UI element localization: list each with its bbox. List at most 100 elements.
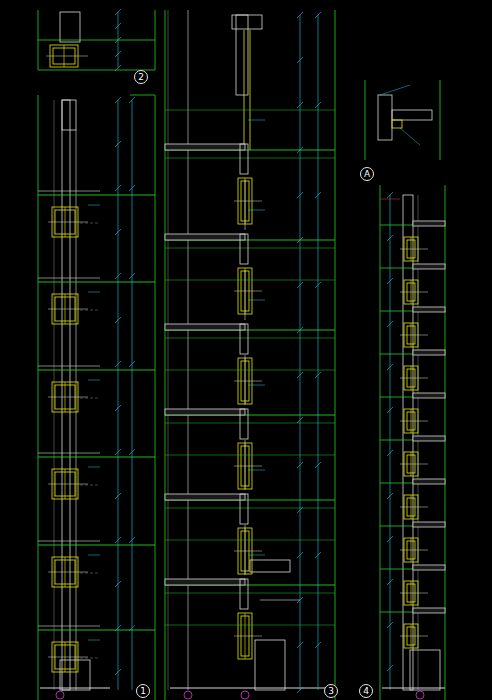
grid-bubble	[56, 691, 64, 699]
drawing-line	[80, 398, 100, 399]
drawing-line	[245, 270, 246, 320]
drawing-line	[38, 366, 100, 367]
drawing-line	[165, 625, 335, 626]
drawing-line	[315, 552, 321, 558]
drawing-line	[115, 65, 121, 71]
drawing-line	[115, 51, 121, 57]
drawing-line	[38, 457, 155, 458]
drawing-line	[165, 280, 335, 281]
drawing-line	[38, 453, 100, 454]
drawing-line	[88, 555, 100, 556]
drawing-line	[234, 381, 262, 382]
drawing-rect	[240, 144, 248, 174]
drawing-line	[115, 23, 121, 29]
detail-marker: A	[360, 167, 374, 181]
drawing-line	[115, 37, 121, 43]
drawing-line	[115, 229, 121, 235]
drawing-line	[46, 56, 88, 57]
drawing-line	[387, 407, 393, 413]
drawing-line	[297, 372, 303, 378]
drawing-line	[48, 309, 88, 310]
drawing-line	[129, 273, 135, 279]
drawing-line	[165, 455, 335, 456]
drawing-rect	[240, 579, 248, 609]
drawing-line	[297, 507, 303, 513]
drawing-rect	[255, 640, 285, 690]
drawing-line	[400, 378, 428, 379]
drawing-line	[297, 282, 303, 288]
drawing-line	[387, 579, 393, 585]
drawing-rect	[413, 264, 445, 269]
drawing-rect	[232, 15, 262, 29]
drawing-line	[115, 9, 121, 15]
drawing-line	[38, 541, 100, 542]
drawing-line	[297, 597, 303, 603]
drawing-rect	[413, 608, 445, 613]
drawing-line	[315, 372, 321, 378]
drawing-rect	[62, 100, 70, 690]
drawing-line	[88, 640, 100, 641]
drawing-line	[88, 205, 100, 206]
drawing-line	[48, 484, 88, 485]
drawing-rect	[392, 120, 402, 128]
drawing-line	[400, 249, 428, 250]
drawing-rect	[240, 324, 248, 354]
drawing-line	[48, 222, 88, 223]
drawing-rect	[413, 350, 445, 355]
drawing-line	[88, 380, 100, 381]
drawing-line	[38, 630, 155, 631]
drawing-rect	[413, 221, 445, 226]
drawing-line	[234, 201, 262, 202]
detail-marker: 1	[136, 684, 150, 698]
drawing-line	[335, 10, 336, 700]
drawing-line	[165, 593, 335, 594]
drawing-line	[38, 95, 39, 700]
drawing-line	[365, 80, 366, 160]
drawing-line	[234, 291, 262, 292]
drawing-line	[165, 110, 335, 111]
drawing-line	[245, 180, 246, 230]
drawing-line	[248, 120, 265, 121]
drawing-line	[115, 405, 121, 411]
drawing-line	[387, 665, 393, 671]
drawing-line	[80, 485, 100, 486]
drawing-line	[80, 223, 100, 224]
drawing-rect	[392, 110, 432, 120]
drawing-rect	[165, 324, 245, 330]
drawing-line	[400, 550, 428, 551]
drawing-rect	[413, 307, 445, 312]
drawing-line	[115, 537, 121, 543]
drawing-line	[165, 10, 166, 700]
drawing-line	[387, 493, 393, 499]
drawing-line	[115, 97, 121, 103]
drawing-line	[88, 467, 100, 468]
drawing-line	[129, 449, 135, 455]
drawing-line	[38, 282, 155, 283]
detail-marker: 3	[324, 684, 338, 698]
drawing-line	[297, 417, 303, 423]
drawing-line	[129, 537, 135, 543]
drawing-line	[400, 593, 428, 594]
drawing-rect	[410, 650, 440, 690]
drawing-line	[76, 130, 77, 690]
drawing-line	[390, 195, 391, 690]
drawing-line	[38, 545, 155, 546]
drawing-line	[380, 185, 381, 700]
drawing-line	[248, 300, 265, 301]
drawing-line	[400, 292, 428, 293]
drawing-line	[248, 470, 265, 471]
drawing-line	[115, 493, 121, 499]
grid-bubble	[416, 691, 424, 699]
drawing-line	[387, 278, 393, 284]
drawing-line	[297, 12, 303, 18]
drawing-line	[38, 40, 155, 41]
drawing-line	[165, 370, 335, 371]
drawing-rect	[403, 195, 413, 690]
drawing-line	[234, 466, 262, 467]
drawing-line	[129, 185, 135, 191]
drawing-rect	[240, 409, 248, 439]
drawing-rect	[250, 560, 290, 572]
drawing-line	[129, 361, 135, 367]
